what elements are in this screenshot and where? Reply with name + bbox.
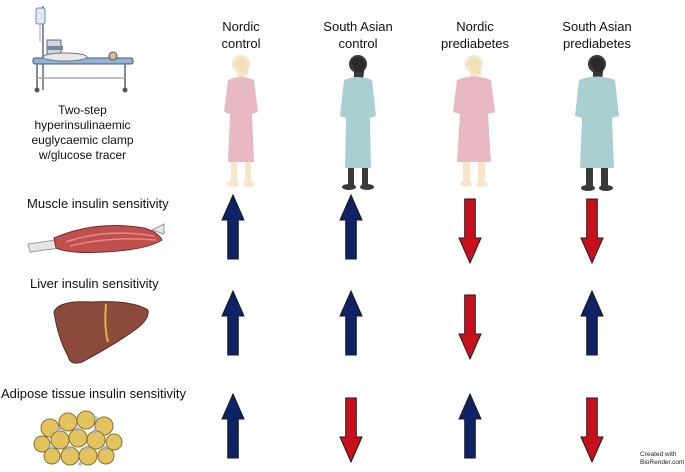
arrow-up-icon bbox=[339, 193, 363, 260]
nordic-person-icon bbox=[224, 55, 258, 187]
clamp-method-label: Two-step hyperinsulinaemic euglycaemic c… bbox=[31, 103, 134, 162]
arrow-up-icon bbox=[221, 289, 245, 356]
arrow-up-icon bbox=[580, 289, 604, 356]
arrow-down-icon bbox=[458, 294, 482, 361]
arrow-down-icon bbox=[458, 198, 482, 265]
column-header-south-asian-prediabetes: South Asian prediabetes bbox=[562, 19, 632, 51]
column-header-south-asian-control: South Asian control bbox=[323, 19, 393, 51]
muscle-icon bbox=[27, 223, 165, 253]
arrow-down-icon bbox=[339, 397, 363, 464]
biorender-credit: Created with BioRender.com bbox=[640, 451, 685, 466]
adipose-tissue-icon bbox=[33, 410, 123, 466]
liver-icon bbox=[53, 301, 149, 364]
column-header-nordic-control: Nordic control bbox=[221, 19, 261, 51]
arrow-down-icon bbox=[580, 198, 604, 265]
arrow-up-icon bbox=[221, 392, 245, 459]
south-asian-person-icon bbox=[340, 55, 376, 190]
row-label-liver: Liver insulin sensitivity bbox=[30, 276, 159, 291]
clamp-apparatus-icon bbox=[32, 6, 134, 93]
nordic-person-icon bbox=[453, 55, 495, 187]
arrow-up-icon bbox=[221, 193, 245, 260]
arrow-up-icon bbox=[339, 289, 363, 356]
row-label-adipose: Adipose tissue insulin sensitivity bbox=[1, 386, 186, 401]
south-asian-person-icon bbox=[575, 55, 619, 191]
column-header-nordic-prediabetes: Nordic prediabetes bbox=[441, 19, 509, 51]
row-label-muscle: Muscle insulin sensitivity bbox=[27, 196, 169, 211]
arrow-down-icon bbox=[580, 397, 604, 464]
arrow-up-icon bbox=[458, 392, 482, 459]
